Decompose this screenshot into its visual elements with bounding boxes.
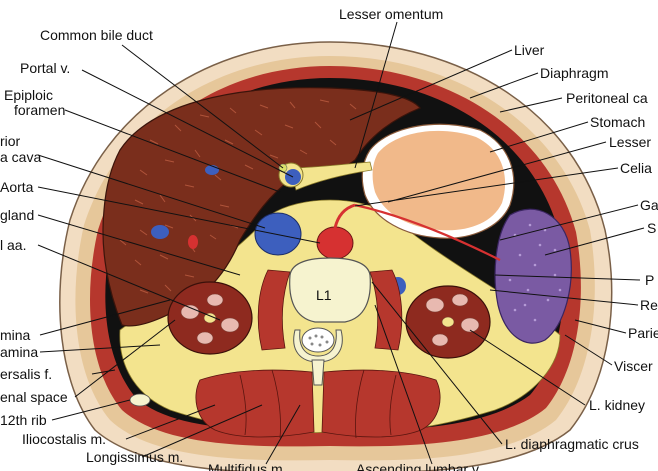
back-muscle-separations [239,369,397,439]
label-longissimus: Longissimus m. [86,449,183,465]
label-ga: Ga [640,197,658,213]
psoas-right [257,269,291,351]
liver [102,87,421,327]
stomach [372,130,506,231]
label-renal-aa: l aa. [0,237,26,253]
label-liver: Liver [514,42,545,58]
hepatic-vein-2 [151,225,169,239]
labels: Lesser omentum Common bile duct Portal v… [0,6,658,471]
leader-stomach [489,121,589,153]
leader-s [544,227,645,256]
label-adrenal: gland [0,207,34,223]
left-kidney-calyces [425,293,480,347]
label-perirenal: enal space [0,389,68,405]
vertebral-arch [293,329,343,363]
lesser-omentum [289,161,373,191]
leader-portal-v [81,69,294,178]
label-l-crus: L. diaphragmatic crus [505,436,639,452]
label-visceral: Viscer [614,358,653,374]
label-iliocostalis: Iliocostalis m. [22,431,106,447]
leader-lesser-sac [387,141,607,203]
leader-visceral [564,334,613,366]
leader-epiploic [64,109,281,193]
label-lesser-sac: Lesser [609,134,651,150]
label-lamina-1: mina [0,327,31,343]
label-lamina-2: amina [0,344,38,360]
spinal-cord [301,327,335,353]
leader-aorta [37,186,321,244]
spleen-texture [508,223,562,322]
label-s: S [647,220,656,236]
leader-12th-rib [51,399,131,421]
label-lesser-omentum: Lesser omentum [339,6,443,22]
leader-common-bile-duct [121,44,284,169]
leader-ivc [37,154,266,229]
leader-renal-aa [37,244,221,321]
label-peritoneal-cavity: Peritoneal ca [566,90,648,106]
label-12th-rib: 12th rib [0,412,47,428]
label-ascending-lumbar: Ascending lumbar v. [356,461,482,471]
leader-longissimus [141,404,263,458]
leader-adrenal [37,214,241,276]
celiac-trunk [333,203,356,229]
leader-celiac [354,167,619,207]
stomach-group [361,123,515,239]
right-kidney-calyces [180,293,240,345]
inferior-vena-cava [254,212,302,256]
leader-parietal [574,319,627,334]
leader-perirenal [74,319,176,398]
label-transversalis: ersalis f. [0,366,52,382]
leader-liver [349,49,513,121]
leader-transversalis [91,369,116,375]
vertebra-label: L1 [316,287,332,303]
leader-lines [37,21,645,465]
leader-re [489,289,639,306]
leader-ga [499,204,639,241]
liver-texture [119,99,357,294]
label-stomach: Stomach [590,114,645,130]
splenic-artery [354,203,501,261]
spine-group: L1 [129,257,441,439]
label-p: P [645,272,654,288]
leader-iliocostalis [125,404,216,440]
label-aorta: Aorta [0,179,34,195]
label-diaphragm: Diaphragm [540,65,608,81]
label-portal-v: Portal v. [20,60,70,76]
twelfth-rib [129,393,151,407]
erector-spinae-right [195,369,315,438]
label-epiploic-2: foramen [14,102,65,118]
leader-l-crus [371,281,503,445]
label-re: Re [640,297,658,313]
leader-l-kidney [469,329,586,406]
leader-ascending-lumbar [374,304,433,465]
label-epiploic-1: Epiploic [4,87,53,103]
leader-diaphragm [469,72,539,99]
hepatic-artery-branch [188,235,198,249]
leader-p [494,274,641,281]
label-parietal: Parie [628,325,658,341]
label-common-bile-duct: Common bile duct [40,27,153,43]
leader-multifidus [265,404,301,465]
label-ivc-2: a cava [0,149,41,165]
erector-spinae-left [321,369,441,438]
aorta [316,226,354,260]
spinous-process [311,359,325,386]
label-multifidus: Multifidus m. [208,461,287,471]
leader-lesser-omentum [354,21,398,169]
spinal-rootlets [308,334,329,347]
leader-anterior-lamina [39,299,171,336]
liver-group [102,87,421,327]
leader-peritoneal [499,97,563,113]
left-kidney-group [167,277,491,359]
vertebral-body [289,257,371,323]
label-celiac: Celia [620,160,652,176]
label-l-kidney: L. kidney [589,397,645,413]
vessels [254,161,501,261]
leader-posterior-lamina [39,344,161,353]
label-ivc-1: rior [0,133,21,149]
